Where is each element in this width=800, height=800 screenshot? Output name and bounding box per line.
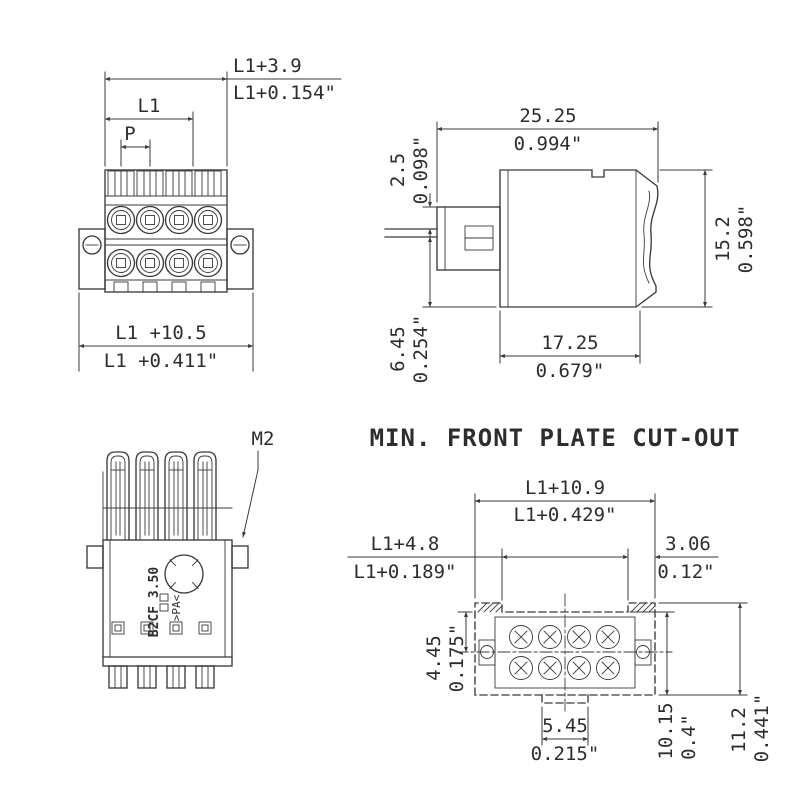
- front-dim-bottom-inch: L1 +0.411": [104, 350, 218, 372]
- front-view-dimensions: [78, 71, 342, 372]
- side-dim-height-inch: 0.598": [735, 205, 757, 274]
- plug-dim-thread: M2: [252, 428, 275, 450]
- mounting-flanges: [78, 228, 254, 290]
- plug-marking-type: B2CF 3.50: [147, 567, 162, 638]
- certification-mark: [159, 603, 169, 612]
- cutout-dim-slot-inch: 0.215": [531, 743, 600, 765]
- side-dim-depth-mm: 25.25: [519, 105, 576, 127]
- bottom-notch: [541, 694, 589, 704]
- cutout-view: L1+10.9 L1+0.429" L1+4.8 L1+0.189" 3.06 …: [347, 477, 773, 765]
- cutout-dim-inner-width-mm: L1+4.8: [371, 533, 440, 555]
- side-dim-depth-inch: 0.994": [514, 133, 583, 155]
- side-dim-pin-mm: 6.45: [387, 326, 409, 372]
- side-view-connector-body: [384, 169, 659, 308]
- page-title: MIN. FRONT PLATE CUT-OUT: [370, 424, 741, 452]
- side-dim-body-depth-mm: 17.25: [541, 332, 598, 354]
- notch-hatching: [477, 602, 656, 613]
- side-dim-body-depth-inch: 0.679": [536, 360, 605, 382]
- screw-boss: [164, 554, 204, 594]
- terminal-circles-bottom-row: [106, 248, 223, 278]
- terminal-circles-top-row: [106, 205, 223, 235]
- front-dim-top-mm: L1+3.9: [233, 55, 302, 77]
- side-view: 25.25 0.994" 2.5 0.098" 6.45 0.254" 15.2…: [384, 105, 757, 384]
- front-dim-bottom-mm: L1 +10.5: [115, 322, 207, 344]
- cutout-dim-total-height-inch: 0.441": [751, 694, 773, 763]
- certification-mark: [159, 593, 169, 602]
- cutout-outline: [474, 602, 656, 696]
- cutout-dim-slot-mm: 5.45: [542, 715, 588, 737]
- side-dim-offset-inch: 0.098": [410, 136, 432, 205]
- side-view-dimensions: [422, 121, 713, 364]
- side-dim-offset-mm: 2.5: [387, 153, 409, 187]
- cutout-dim-width-inch: L1+0.429": [514, 504, 617, 526]
- side-dim-height-mm: 15.2: [712, 216, 734, 262]
- front-dim-l1: L1: [138, 95, 161, 117]
- front-dim-top-inch: L1+0.154": [233, 82, 336, 104]
- cutout-dim-height-mm: 10.15: [655, 702, 677, 759]
- cutout-dim-notch-inch: 0.12": [657, 561, 714, 583]
- cutout-dim-height-inch: 0.4": [678, 714, 700, 760]
- cutout-dim-inner-width-inch: L1+0.189": [354, 561, 457, 583]
- cutout-dim-total-height-mm: 11.2: [728, 707, 750, 753]
- side-dim-pin-inch: 0.254": [410, 315, 432, 384]
- front-view-connector-body: [78, 169, 254, 293]
- cutout-dim-upper-height-mm: 4.45: [423, 635, 445, 681]
- cutout-dimensions: [347, 493, 748, 746]
- plug-view-levers: [102, 451, 233, 541]
- cutout-dim-notch-mm: 3.06: [665, 533, 711, 555]
- connector-silhouette: [478, 616, 652, 689]
- m2-leader-line: [242, 450, 259, 538]
- cutout-dim-width-mm: L1+10.9: [525, 477, 605, 499]
- plug-view: M2 B2CF 3.50 >PA<: [86, 428, 275, 689]
- plug-marking-material: >PA<: [170, 594, 183, 621]
- front-view: L1+3.9 L1+0.154" L1 P L1 +10.5 L1 +0.411…: [78, 55, 342, 372]
- cutout-dim-upper-height-inch: 0.175": [446, 624, 468, 693]
- front-dim-pitch: P: [124, 123, 135, 145]
- plug-feet: [108, 665, 215, 689]
- plug-view-body: [86, 539, 249, 689]
